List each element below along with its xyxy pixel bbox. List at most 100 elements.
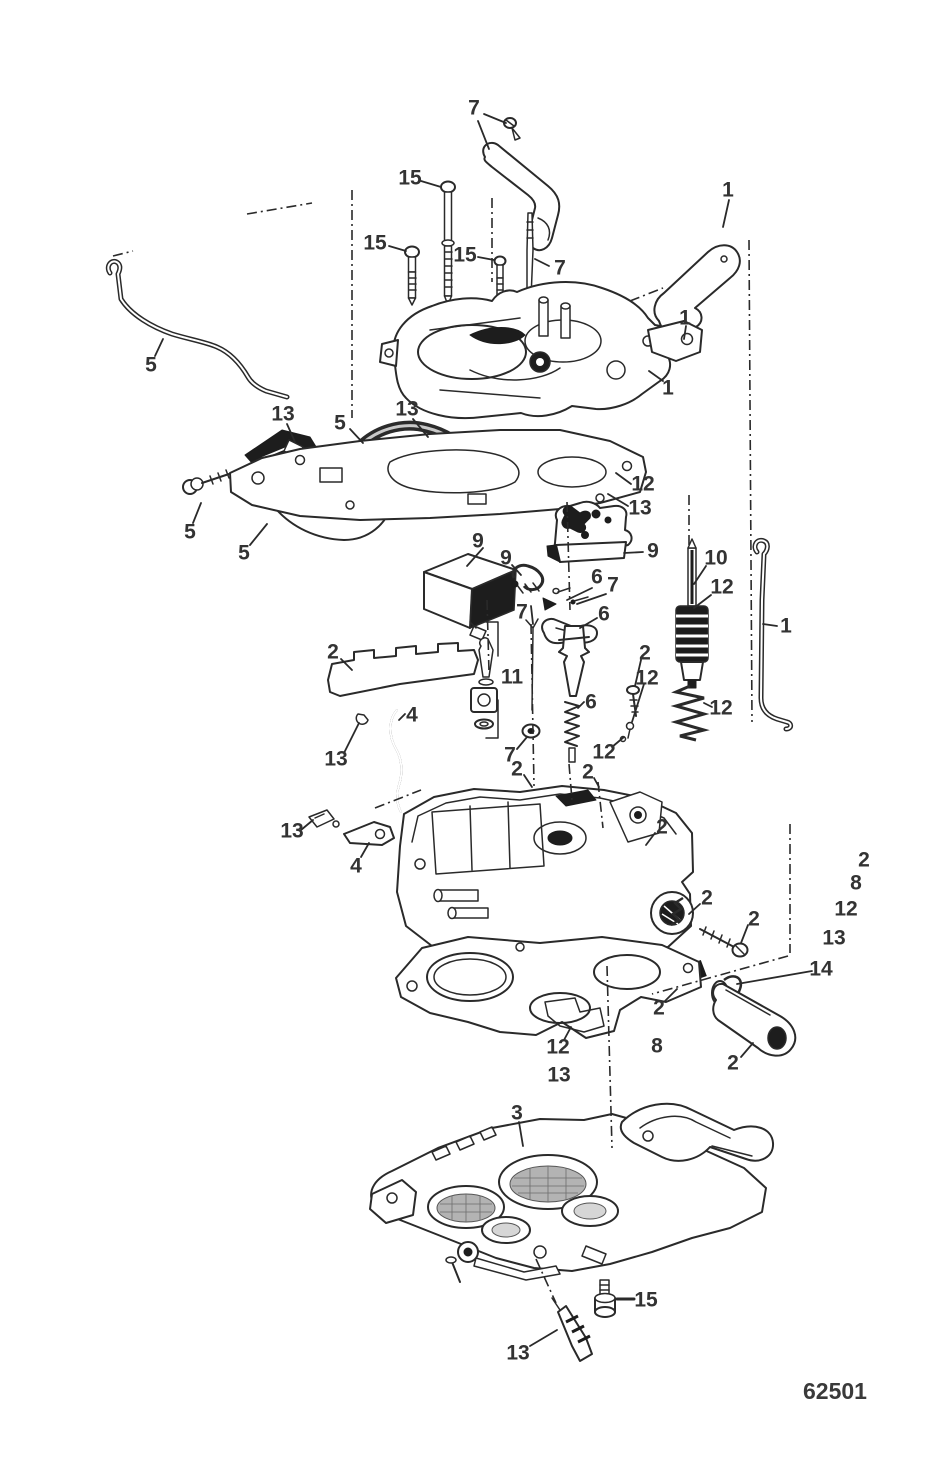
leader-line	[523, 774, 533, 788]
leader-line	[664, 988, 678, 1002]
bracket-11	[485, 621, 499, 739]
bore-inner	[573, 1202, 607, 1220]
venturi-ring	[533, 821, 587, 855]
bowl-gasket	[395, 936, 702, 1039]
screw-threads	[443, 245, 453, 297]
callout-label: 6	[598, 603, 610, 626]
solenoid-plunger-tip	[542, 597, 557, 611]
bottom-screws-group	[551, 1279, 616, 1362]
leader-line	[466, 547, 484, 567]
callout-label: 13	[547, 1064, 570, 1087]
gasket-slot	[467, 493, 487, 505]
screw-collar	[441, 239, 455, 247]
dash-line	[246, 202, 313, 215]
cover-hole	[581, 531, 589, 539]
float-valve-group	[521, 587, 598, 763]
callout-label: 15	[453, 244, 477, 267]
lever-slot	[639, 1115, 731, 1139]
throttle-body-group	[369, 1102, 775, 1283]
callout-label: 7	[607, 574, 619, 597]
callout-label: 15	[363, 232, 387, 255]
valve-ribs	[676, 614, 708, 657]
valve-hex	[680, 661, 704, 681]
alignment-dash-lines	[112, 190, 791, 1304]
boss-hole	[606, 360, 626, 380]
callout-label: 13	[822, 927, 845, 950]
leader-line	[631, 683, 645, 723]
gasket-hole	[621, 460, 633, 472]
callout-label: 5	[184, 521, 196, 544]
pump-rod-right-group	[752, 537, 794, 732]
dash-line	[535, 1258, 557, 1304]
thread-lines	[209, 469, 230, 485]
gasket-hole	[515, 942, 525, 952]
hinge-pin	[573, 596, 589, 602]
leader-line	[722, 199, 730, 228]
leader-line	[286, 423, 296, 443]
ear-hole	[384, 348, 394, 358]
callout-label: 9	[647, 540, 659, 563]
dash-line	[597, 781, 604, 829]
callout-label: 9	[472, 530, 484, 553]
leader-line	[192, 502, 202, 524]
callout-label: 2	[858, 849, 870, 872]
needle-detail	[526, 221, 534, 239]
bore-inner	[491, 1222, 521, 1238]
leader-line	[483, 113, 507, 124]
hinge-pin	[557, 587, 571, 593]
lever-hole	[374, 828, 386, 840]
venturi-shadow	[469, 327, 526, 345]
callout-label: 12	[631, 473, 654, 496]
leader-line	[615, 472, 632, 485]
gasket-bore	[593, 954, 661, 990]
float-bowl-cover-group	[546, 500, 633, 563]
screw-slot	[735, 945, 745, 955]
leader-line	[388, 245, 407, 252]
callout-label: 7	[554, 257, 566, 280]
leader-line	[648, 370, 664, 382]
callout-label: 13	[506, 1342, 529, 1365]
screw-shaft	[496, 264, 504, 279]
dash-line	[112, 250, 134, 257]
callout-label: 2	[656, 816, 668, 839]
callout-label: 13	[395, 398, 418, 421]
leader-line	[611, 736, 625, 748]
lever-hole	[642, 1130, 654, 1142]
dash-line	[651, 955, 789, 995]
linkage-screw	[451, 1261, 461, 1283]
needle-seat-kit-group	[469, 621, 499, 739]
callout-label: 2	[582, 761, 594, 784]
callout-label: 2	[701, 887, 713, 910]
leader-line	[576, 593, 607, 605]
dash-line	[530, 623, 535, 787]
callout-label: 2	[511, 758, 523, 781]
post-cap	[538, 296, 549, 304]
needle-bands	[565, 1314, 591, 1344]
needle-valve	[558, 625, 590, 697]
leader-line	[534, 258, 550, 267]
float-hinge-clip-group	[511, 563, 545, 592]
screw-shaft	[443, 191, 453, 242]
callout-label: 13	[271, 403, 294, 426]
leader-line	[343, 722, 360, 754]
screw-boss	[414, 858, 426, 870]
screw-head	[445, 1256, 457, 1264]
callout-label: 2	[727, 1052, 739, 1075]
solenoid-side	[469, 568, 517, 630]
leader-line	[360, 842, 370, 858]
thread-lines	[408, 277, 417, 291]
power-valve-spring	[670, 684, 710, 742]
valve-crossbar	[558, 636, 590, 641]
small-screws-middle-group	[619, 685, 640, 743]
spring-seat	[568, 747, 576, 763]
gasket-hole	[406, 980, 418, 992]
leader-line	[693, 565, 707, 585]
idle-screw-group	[670, 896, 749, 958]
callout-label: 15	[398, 167, 422, 190]
idle-spring	[670, 896, 684, 927]
solenoid-group	[423, 553, 557, 630]
leader-line	[412, 418, 429, 438]
tube-end	[447, 906, 457, 920]
callout-label: 13	[324, 748, 347, 771]
kit-collar	[478, 678, 494, 686]
